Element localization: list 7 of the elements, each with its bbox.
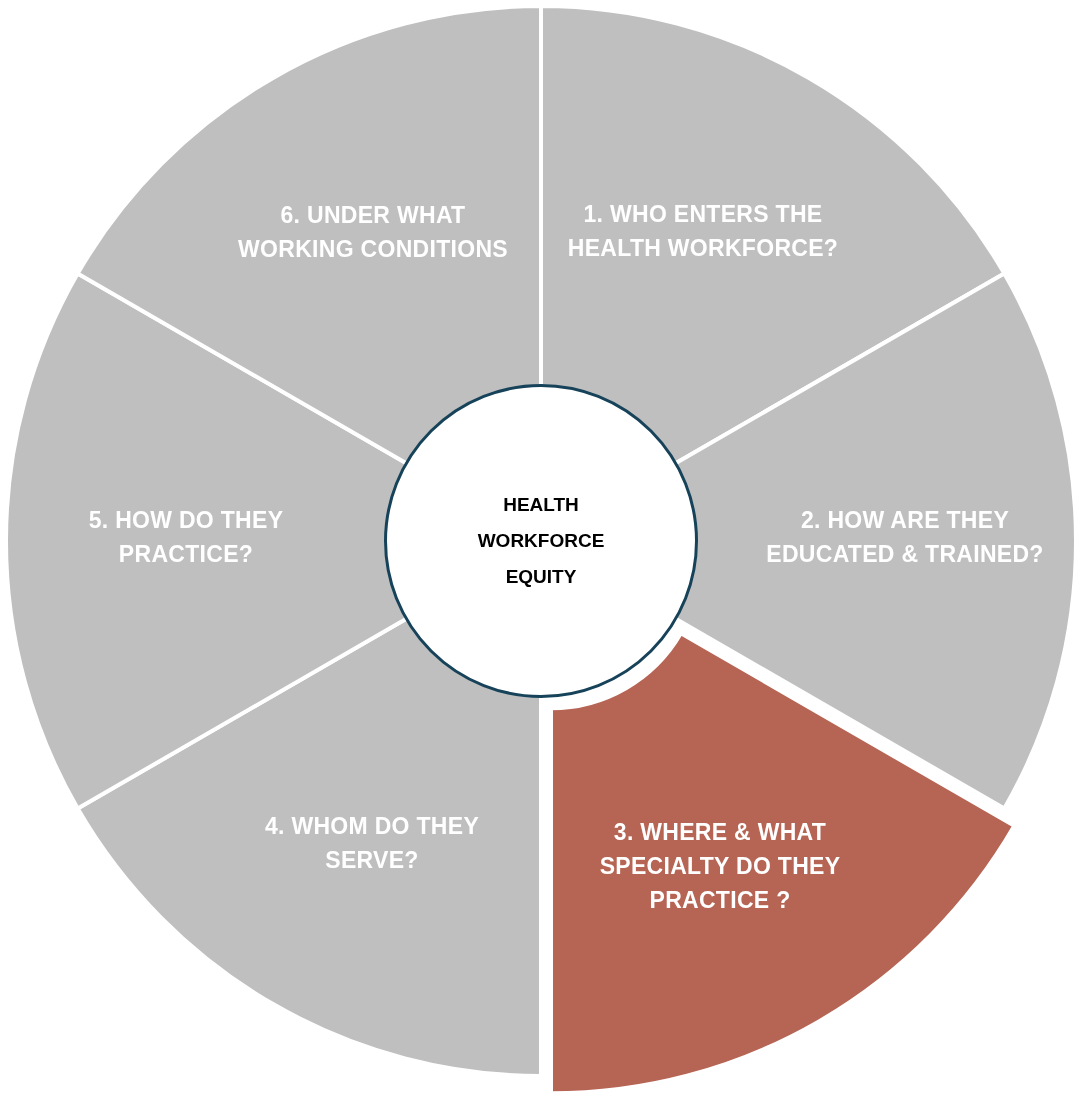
segment-label: 3. WHERE & WHAT SPECIALTY DO THEY PRACTICE ? <box>598 818 842 915</box>
segment-label: 5. HOW DO THEY PRACTICE? <box>87 506 285 569</box>
segment-label: 1. WHO ENTERS THE HEALTH WORKFORCE? <box>566 200 840 263</box>
center-label: HEALTH WORKFORCE EQUITY <box>476 493 606 589</box>
segment-label: 4. WHOM DO THEY SERVE? <box>263 812 481 875</box>
segment-label: 2. HOW ARE THEY EDUCATED & TRAINED? <box>765 506 1045 569</box>
segment-label: 6. UNDER WHAT WORKING CONDITIONS <box>238 201 508 264</box>
